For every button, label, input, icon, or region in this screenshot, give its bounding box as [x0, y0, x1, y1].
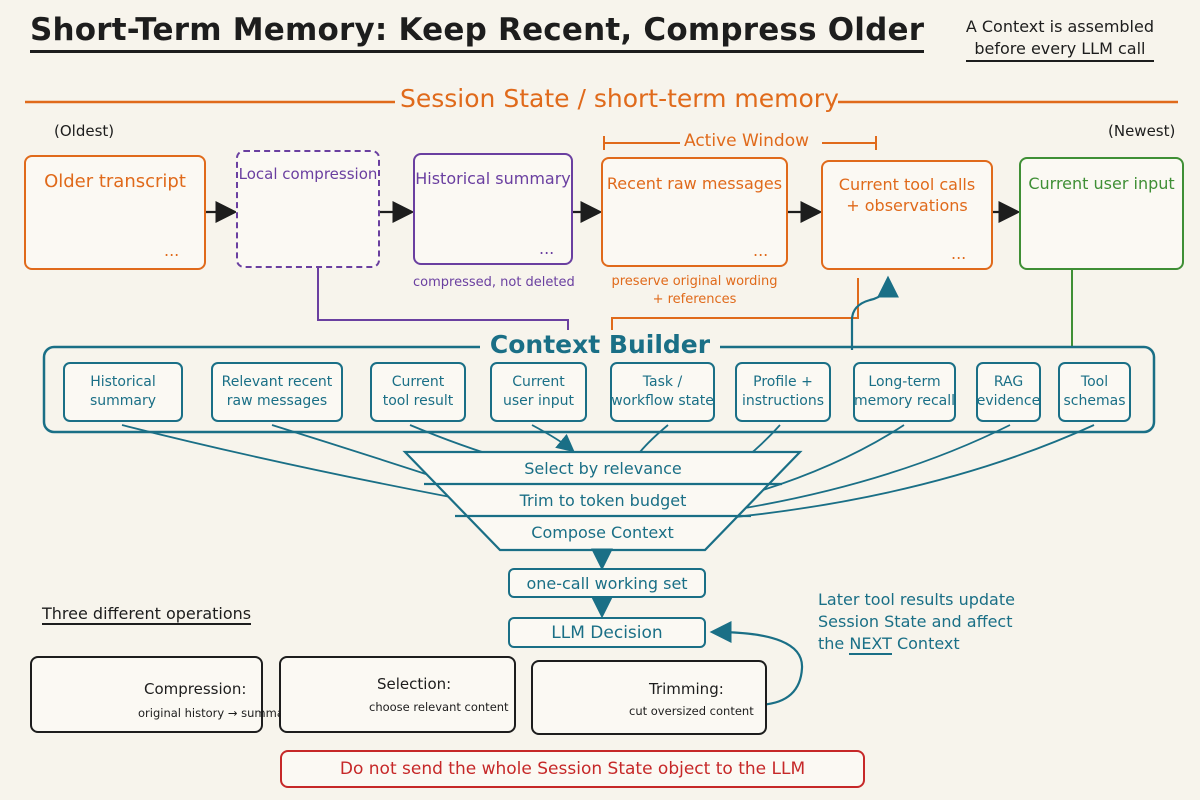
- source-label: Profile +: [753, 374, 813, 390]
- later-tool-results-note: Later tool results update Session State …: [818, 589, 1015, 655]
- source-tool-schemas: Tool schemas: [1058, 362, 1131, 422]
- context-assembly-note: A Context is assembled before every LLM …: [965, 16, 1154, 62]
- source-task-workflow-state: Task / workflow state: [610, 362, 715, 422]
- newest-label: (Newest): [1108, 122, 1176, 140]
- source-label: Current: [391, 374, 445, 390]
- compression-desc: original history → summary: [138, 706, 296, 720]
- older-transcript-label: Older transcript: [44, 171, 186, 192]
- selection-name: Selection:: [377, 675, 452, 693]
- stage-local-compression: Local compression: [236, 150, 380, 268]
- source-label: schemas: [1063, 393, 1126, 409]
- source-label: raw messages: [226, 393, 328, 409]
- source-label: Task /: [642, 374, 683, 390]
- ellipsis: ...: [539, 239, 555, 258]
- source-label: evidence: [976, 393, 1041, 409]
- source-current-user-input: Current user input: [490, 362, 587, 422]
- stage-current-tool-calls: Current tool calls + observations ...: [821, 160, 993, 270]
- source-label: Relevant recent: [221, 374, 333, 390]
- ellipsis: ...: [951, 244, 967, 263]
- tool-calls-label-1: Current tool calls: [838, 175, 976, 194]
- session-state-title: Session State / short-term memory: [400, 84, 839, 113]
- trimming-desc: cut oversized content: [629, 704, 754, 718]
- source-label: tool result: [382, 393, 454, 409]
- ellipsis: ...: [753, 241, 769, 260]
- operation-selection: Selection: choose relevant content: [279, 656, 516, 733]
- source-rag-evidence: RAG evidence: [976, 362, 1041, 422]
- source-label: user input: [503, 393, 574, 409]
- source-label: instructions: [742, 393, 824, 409]
- page-title: Short-Term Memory: Keep Recent, Compress…: [30, 12, 925, 53]
- source-label: workflow state: [611, 393, 714, 409]
- note-line-1: A Context is assembled: [965, 17, 1154, 36]
- note-line-2: before every LLM call: [965, 38, 1154, 62]
- preserve-caption: preserve original wording + references: [601, 273, 788, 309]
- operation-compression: Compression: original history → summary: [30, 656, 295, 733]
- funnel-select-by-relevance: Select by relevance: [524, 459, 682, 478]
- funnel-compose-context: Compose Context: [531, 523, 674, 542]
- later-note-emphasis: NEXT: [849, 634, 892, 655]
- compressed-caption: compressed, not deleted: [413, 275, 575, 290]
- source-label: Tool: [1080, 374, 1109, 390]
- source-long-term-memory: Long-term memory recall: [853, 362, 956, 422]
- historical-summary-label: Historical summary: [415, 169, 571, 188]
- tool-calls-label-2: + observations: [846, 196, 968, 215]
- source-label: memory recall: [853, 393, 956, 409]
- llm-decision-box: LLM Decision: [508, 617, 706, 648]
- ellipsis: ...: [164, 241, 180, 260]
- source-relevant-recent: Relevant recent raw messages: [211, 362, 343, 422]
- stage-recent-raw-messages: Recent raw messages ...: [601, 157, 788, 267]
- feedback-arrow: [709, 621, 804, 707]
- compression-name: Compression:: [144, 680, 247, 698]
- recent-raw-label: Recent raw messages: [606, 174, 783, 193]
- active-window-bracket: [603, 136, 877, 150]
- stage-historical-summary: Historical summary ...: [413, 153, 573, 265]
- oldest-label: (Oldest): [54, 122, 115, 140]
- source-label: Current: [512, 374, 565, 390]
- later-note-line-2: Session State and affect: [818, 612, 1013, 631]
- source-label: Historical: [90, 374, 156, 390]
- stage-current-user-input: Current user input: [1019, 157, 1184, 270]
- local-compression-label: Local compression: [238, 165, 378, 183]
- operation-trimming: Trimming: cut oversized content: [531, 660, 767, 735]
- later-note-line-1: Later tool results update: [818, 590, 1015, 609]
- active-window-label: Active Window: [684, 131, 810, 151]
- current-user-input-label: Current user input: [1028, 174, 1175, 193]
- operations-title: Three different operations: [42, 604, 252, 625]
- funnel-trim-token-budget: Trim to token budget: [519, 491, 687, 510]
- selection-desc: choose relevant content: [369, 700, 509, 714]
- context-builder-title: Context Builder: [480, 330, 720, 359]
- later-note-post: Context: [891, 634, 960, 653]
- source-label: RAG: [993, 374, 1024, 390]
- later-note-line-3: the NEXT Context: [818, 633, 1015, 655]
- working-set-box: one-call working set: [508, 568, 706, 598]
- link-builder-to-tools: [850, 275, 899, 350]
- source-current-tool-result: Current tool result: [370, 362, 466, 422]
- trimming-name: Trimming:: [649, 680, 724, 698]
- preserve-line-2: + references: [652, 292, 737, 307]
- source-label: summary: [89, 393, 157, 409]
- source-profile-instructions: Profile + instructions: [735, 362, 831, 422]
- later-note-pre: the: [818, 634, 850, 653]
- source-label: Long-term: [868, 374, 941, 390]
- stage-older-transcript: Older transcript ...: [24, 155, 206, 270]
- source-historical-summary: Historical summary: [63, 362, 183, 422]
- preserve-line-1: preserve original wording: [611, 274, 778, 289]
- warning-banner: Do not send the whole Session State obje…: [280, 750, 865, 788]
- context-funnel: [402, 450, 803, 552]
